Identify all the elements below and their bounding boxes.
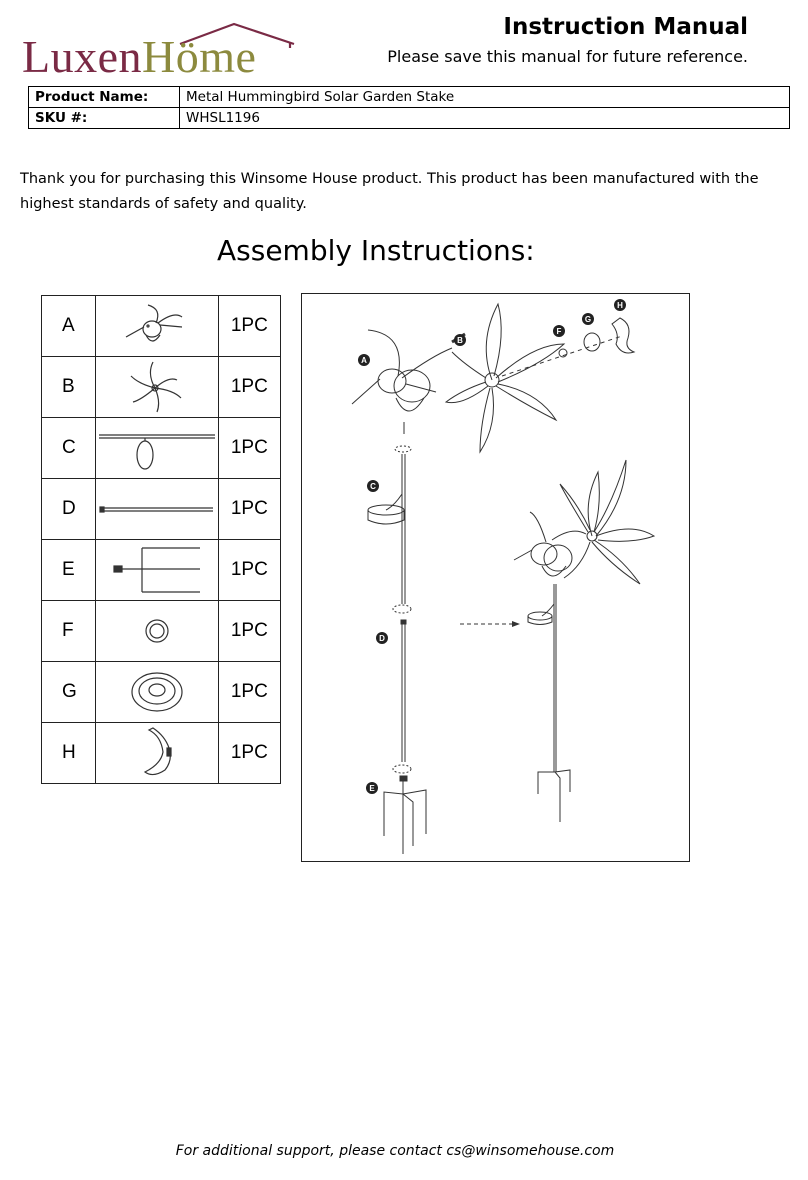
part-row: H 1PC — [41, 722, 282, 784]
part-letter: G — [41, 661, 96, 723]
diagram-label-h: H — [617, 301, 623, 310]
part-letter: D — [41, 478, 96, 540]
assembly-diagram: A B C D E F G H — [301, 293, 690, 862]
diagram-label-c: C — [370, 482, 376, 491]
product-info-table: Product Name: Metal Hummingbird Solar Ga… — [28, 86, 790, 129]
part-letter: A — [41, 295, 96, 357]
assembly-heading: Assembly Instructions: — [217, 234, 535, 267]
part-qty: 1PC — [217, 295, 282, 357]
rod-icon — [99, 506, 213, 513]
logo-part-home: Höme — [142, 31, 257, 82]
product-name-label: Product Name: — [28, 86, 180, 108]
part-row: A 1PC — [41, 295, 282, 357]
assembled-view — [513, 459, 656, 822]
part-letter: H — [41, 722, 96, 784]
part-letter: E — [41, 539, 96, 601]
part-row: F 1PC — [41, 600, 282, 662]
assembly-guide-line — [501, 335, 623, 377]
disc-g — [583, 332, 601, 352]
diagram-label-f: F — [557, 327, 562, 336]
intro-paragraph: Thank you for purchasing this Winsome Ho… — [20, 171, 759, 212]
sku-label: SKU #: — [28, 107, 180, 129]
support-footer: For additional support, please contact c… — [175, 1143, 615, 1159]
part-picture — [94, 600, 219, 662]
hummingbird-body — [351, 329, 453, 434]
parts-table: A 1PC B 1PC C 1PC D — [41, 295, 282, 784]
clip-icon — [143, 727, 172, 776]
product-name-value: Metal Hummingbird Solar Garden Stake — [179, 86, 790, 108]
part-picture — [94, 478, 219, 540]
part-letter: C — [41, 417, 96, 479]
part-qty: 1PC — [217, 539, 282, 601]
rod-c — [367, 445, 412, 604]
pinwheel-icon — [130, 361, 182, 413]
part-row: E 1PC — [41, 539, 282, 601]
part-row: D 1PC — [41, 478, 282, 540]
diagram-label-g: G — [585, 315, 591, 324]
part-row: B 1PC — [41, 356, 282, 418]
washer-f — [558, 348, 568, 358]
part-qty: 1PC — [217, 661, 282, 723]
rod-d — [400, 619, 407, 762]
part-picture — [94, 722, 219, 784]
washer-icon — [145, 619, 169, 643]
roof-icon — [179, 22, 295, 48]
sku-row: SKU #: WHSL1196 — [28, 107, 790, 129]
diagram-label-markers — [358, 299, 626, 794]
part-row: C 1PC — [41, 417, 282, 479]
part-picture — [94, 295, 219, 357]
part-qty: 1PC — [217, 417, 282, 479]
disc-icon — [131, 672, 183, 712]
part-qty: 1PC — [217, 722, 282, 784]
product-name-row: Product Name: Metal Hummingbird Solar Ga… — [28, 86, 790, 108]
part-qty: 1PC — [217, 356, 282, 418]
joint-marker — [392, 764, 412, 774]
sku-value: WHSL1196 — [179, 107, 790, 129]
diagram-label-e: E — [369, 784, 375, 793]
manual-title: Instruction Manual — [503, 14, 748, 40]
arrow-head — [512, 621, 520, 627]
pinwheel-b — [444, 302, 566, 454]
logo-part-luxen: Luxen — [22, 31, 143, 82]
part-qty: 1PC — [217, 478, 282, 540]
logo-wordmark: LuxenHöme — [22, 32, 256, 82]
diagram-label-d: D — [379, 634, 385, 643]
joint-marker — [392, 604, 412, 614]
manual-subtitle: Please save this manual for future refer… — [387, 47, 748, 66]
part-picture — [94, 417, 219, 479]
part-row: G 1PC — [41, 661, 282, 723]
brand-logo: LuxenHöme — [22, 18, 295, 82]
assembly-illustration: A B C D E F G H — [351, 299, 656, 854]
part-letter: B — [41, 356, 96, 418]
fork-stake-icon — [113, 547, 200, 593]
part-picture — [94, 356, 219, 418]
diagram-label-b: B — [457, 336, 463, 345]
part-picture — [94, 661, 219, 723]
part-letter: F — [41, 600, 96, 662]
part-qty: 1PC — [217, 600, 282, 662]
stake-e — [383, 775, 427, 854]
solar-rod-icon — [98, 434, 215, 470]
diagram-label-a: A — [361, 356, 367, 365]
part-picture — [94, 539, 219, 601]
clip-h — [611, 317, 636, 354]
hummingbird-icon — [125, 304, 183, 342]
